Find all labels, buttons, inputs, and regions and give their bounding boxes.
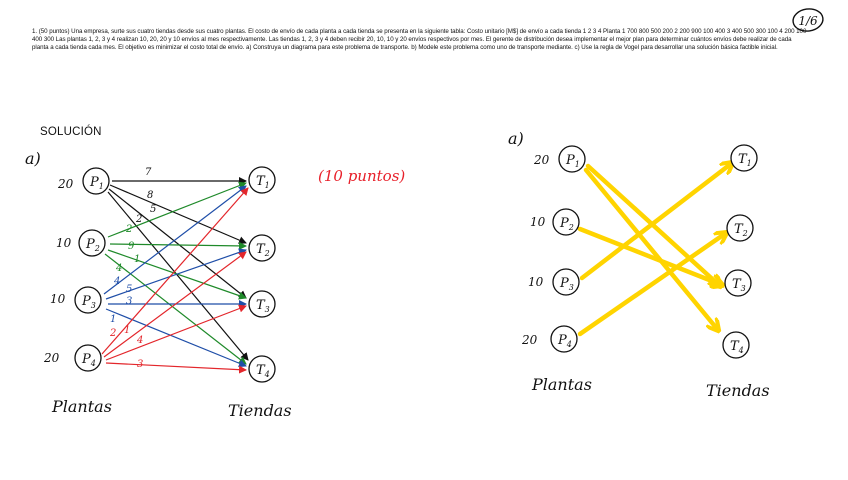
cost-p2-t3: 1 bbox=[134, 254, 140, 265]
cost-p1-t4: 2 bbox=[135, 214, 142, 225]
plant-node-1: 20 P1 bbox=[57, 167, 110, 195]
cost-p1-t3: 5 bbox=[150, 204, 156, 215]
arrow-p4-t1 bbox=[101, 187, 249, 355]
arrow-sol-p1-t4 bbox=[583, 167, 718, 330]
solution-heading: SOLUCIÓN bbox=[40, 126, 102, 138]
cost-p3-t2: 5 bbox=[126, 284, 132, 295]
right-plant-node-4: 20 P4 bbox=[521, 325, 578, 353]
store-node-1: T1 bbox=[248, 166, 276, 194]
right-store-node-3: T3 bbox=[724, 269, 752, 297]
problem-statement: 1. (50 puntos) Una empresa, surte sus cu… bbox=[32, 28, 807, 52]
p1-arrows bbox=[107, 177, 249, 361]
store-3-label: T3 bbox=[256, 298, 270, 314]
cost-p3-t1: 4 bbox=[113, 276, 120, 287]
right-plant-4-label: P4 bbox=[557, 333, 572, 349]
arrow-sol-p1-t3 bbox=[585, 163, 720, 286]
plant-3-label: P3 bbox=[81, 294, 96, 310]
points-note: (10 puntos) bbox=[318, 167, 405, 185]
cost-p3-t3: 3 bbox=[126, 296, 132, 307]
store-node-3: T3 bbox=[248, 290, 276, 318]
store-1-label: T1 bbox=[256, 174, 270, 190]
arrow-p3-t4 bbox=[105, 308, 247, 368]
plant-node-4: 20 P4 bbox=[43, 344, 102, 372]
cost-p4-t1: 2 bbox=[109, 328, 116, 339]
arrow-p4-t4 bbox=[105, 362, 247, 374]
store-node-2: T2 bbox=[248, 234, 276, 262]
cost-labels: 7 8 5 2 2 9 1 4 4 5 3 1 2 1 4 3 bbox=[109, 167, 156, 370]
right-plant-1-supply: 20 bbox=[533, 153, 550, 167]
arrow-p2-t4 bbox=[104, 253, 247, 365]
cost-p4-t2: 1 bbox=[124, 325, 130, 336]
right-store-node-2: T2 bbox=[726, 214, 754, 242]
right-plant-3-label: P3 bbox=[559, 276, 574, 292]
right-plant-3-supply: 10 bbox=[528, 275, 544, 289]
right-plant-node-1: 20 P1 bbox=[533, 145, 586, 173]
right-store-node-1: T1 bbox=[730, 144, 758, 172]
right-plant-4-supply: 20 bbox=[521, 333, 538, 347]
cost-p3-t4: 1 bbox=[110, 314, 116, 325]
store-2-label: T2 bbox=[256, 242, 270, 258]
arrow-p1-t3 bbox=[108, 188, 247, 299]
right-store-3-label: T3 bbox=[732, 277, 746, 293]
cost-p4-t3: 4 bbox=[136, 335, 143, 346]
right-plant-nodes: 20 P1 10 P2 10 P3 20 P4 bbox=[521, 145, 586, 353]
arrow-p3-t1 bbox=[103, 185, 247, 295]
plant-2-label: P2 bbox=[85, 237, 100, 253]
plant-3-supply: 10 bbox=[50, 292, 66, 306]
arrow-p4-t3 bbox=[105, 304, 247, 361]
solution-arrows bbox=[577, 163, 732, 337]
right-plant-2-supply: 10 bbox=[530, 215, 546, 229]
left-footer-stores: Tiendas bbox=[228, 401, 292, 420]
arrow-p2-t2 bbox=[109, 241, 247, 250]
store-node-4: T4 bbox=[248, 355, 276, 383]
right-store-node-4: T4 bbox=[722, 331, 750, 359]
arrow-sol-p2-t3 bbox=[577, 226, 722, 285]
page-number-circle: 1/6 bbox=[792, 8, 824, 32]
store-4-label: T4 bbox=[256, 363, 270, 379]
cost-p4-t4: 3 bbox=[137, 359, 143, 370]
right-plant-1-label: P1 bbox=[565, 153, 580, 169]
plant-node-2: 10 P2 bbox=[56, 229, 106, 257]
plant-4-supply: 20 bbox=[43, 351, 60, 365]
plant-nodes: 20 P1 10 P2 10 P3 20 P4 bbox=[43, 167, 110, 372]
cost-p2-t2: 9 bbox=[128, 241, 135, 252]
arrow-p2-t1 bbox=[107, 181, 247, 238]
right-part-label: a) bbox=[508, 129, 524, 148]
cost-p2-t4: 4 bbox=[115, 263, 122, 274]
cost-p1-t2: 8 bbox=[147, 190, 153, 201]
plant-4-label: P4 bbox=[81, 352, 96, 368]
left-footer-plants: Plantas bbox=[51, 397, 112, 416]
arrow-sol-p3-t1 bbox=[579, 163, 732, 281]
right-store-4-label: T4 bbox=[730, 339, 744, 355]
p3-arrows bbox=[103, 185, 247, 368]
right-footer-plants: Plantas bbox=[531, 375, 592, 394]
arrow-p1-t2 bbox=[109, 184, 247, 244]
right-plant-node-2: 10 P2 bbox=[530, 208, 580, 236]
right-store-1-label: T1 bbox=[738, 152, 752, 168]
plant-2-supply: 10 bbox=[56, 236, 72, 250]
store-nodes: T1 T2 T3 T4 bbox=[248, 166, 276, 383]
right-plant-2-label: P2 bbox=[559, 216, 574, 232]
right-store-2-label: T2 bbox=[734, 222, 748, 238]
right-diagram: a) 20 P1 10 P2 10 P3 bbox=[508, 129, 770, 400]
arrow-sol-p4-t2 bbox=[577, 233, 726, 337]
left-diagram: a) 7 bbox=[25, 149, 292, 420]
page-number: 1/6 bbox=[790, 6, 826, 34]
cost-p2-t1: 2 bbox=[125, 224, 132, 235]
plant-node-3: 10 P3 bbox=[50, 286, 102, 314]
arrow-p4-t2 bbox=[103, 251, 247, 358]
left-part-label: a) bbox=[25, 149, 41, 168]
right-store-nodes: T1 T2 T3 T4 bbox=[722, 144, 758, 359]
arrow-p1-t4 bbox=[107, 191, 249, 361]
right-footer-stores: Tiendas bbox=[706, 381, 770, 400]
right-plant-node-3: 10 P3 bbox=[528, 268, 580, 296]
cost-p1-t1: 7 bbox=[145, 167, 152, 178]
plant-1-supply: 20 bbox=[57, 177, 74, 191]
page-number-text: 1/6 bbox=[798, 14, 818, 28]
arrow-p3-t2 bbox=[105, 248, 247, 300]
plant-1-label: P1 bbox=[89, 175, 104, 191]
p4-arrows bbox=[101, 187, 249, 374]
